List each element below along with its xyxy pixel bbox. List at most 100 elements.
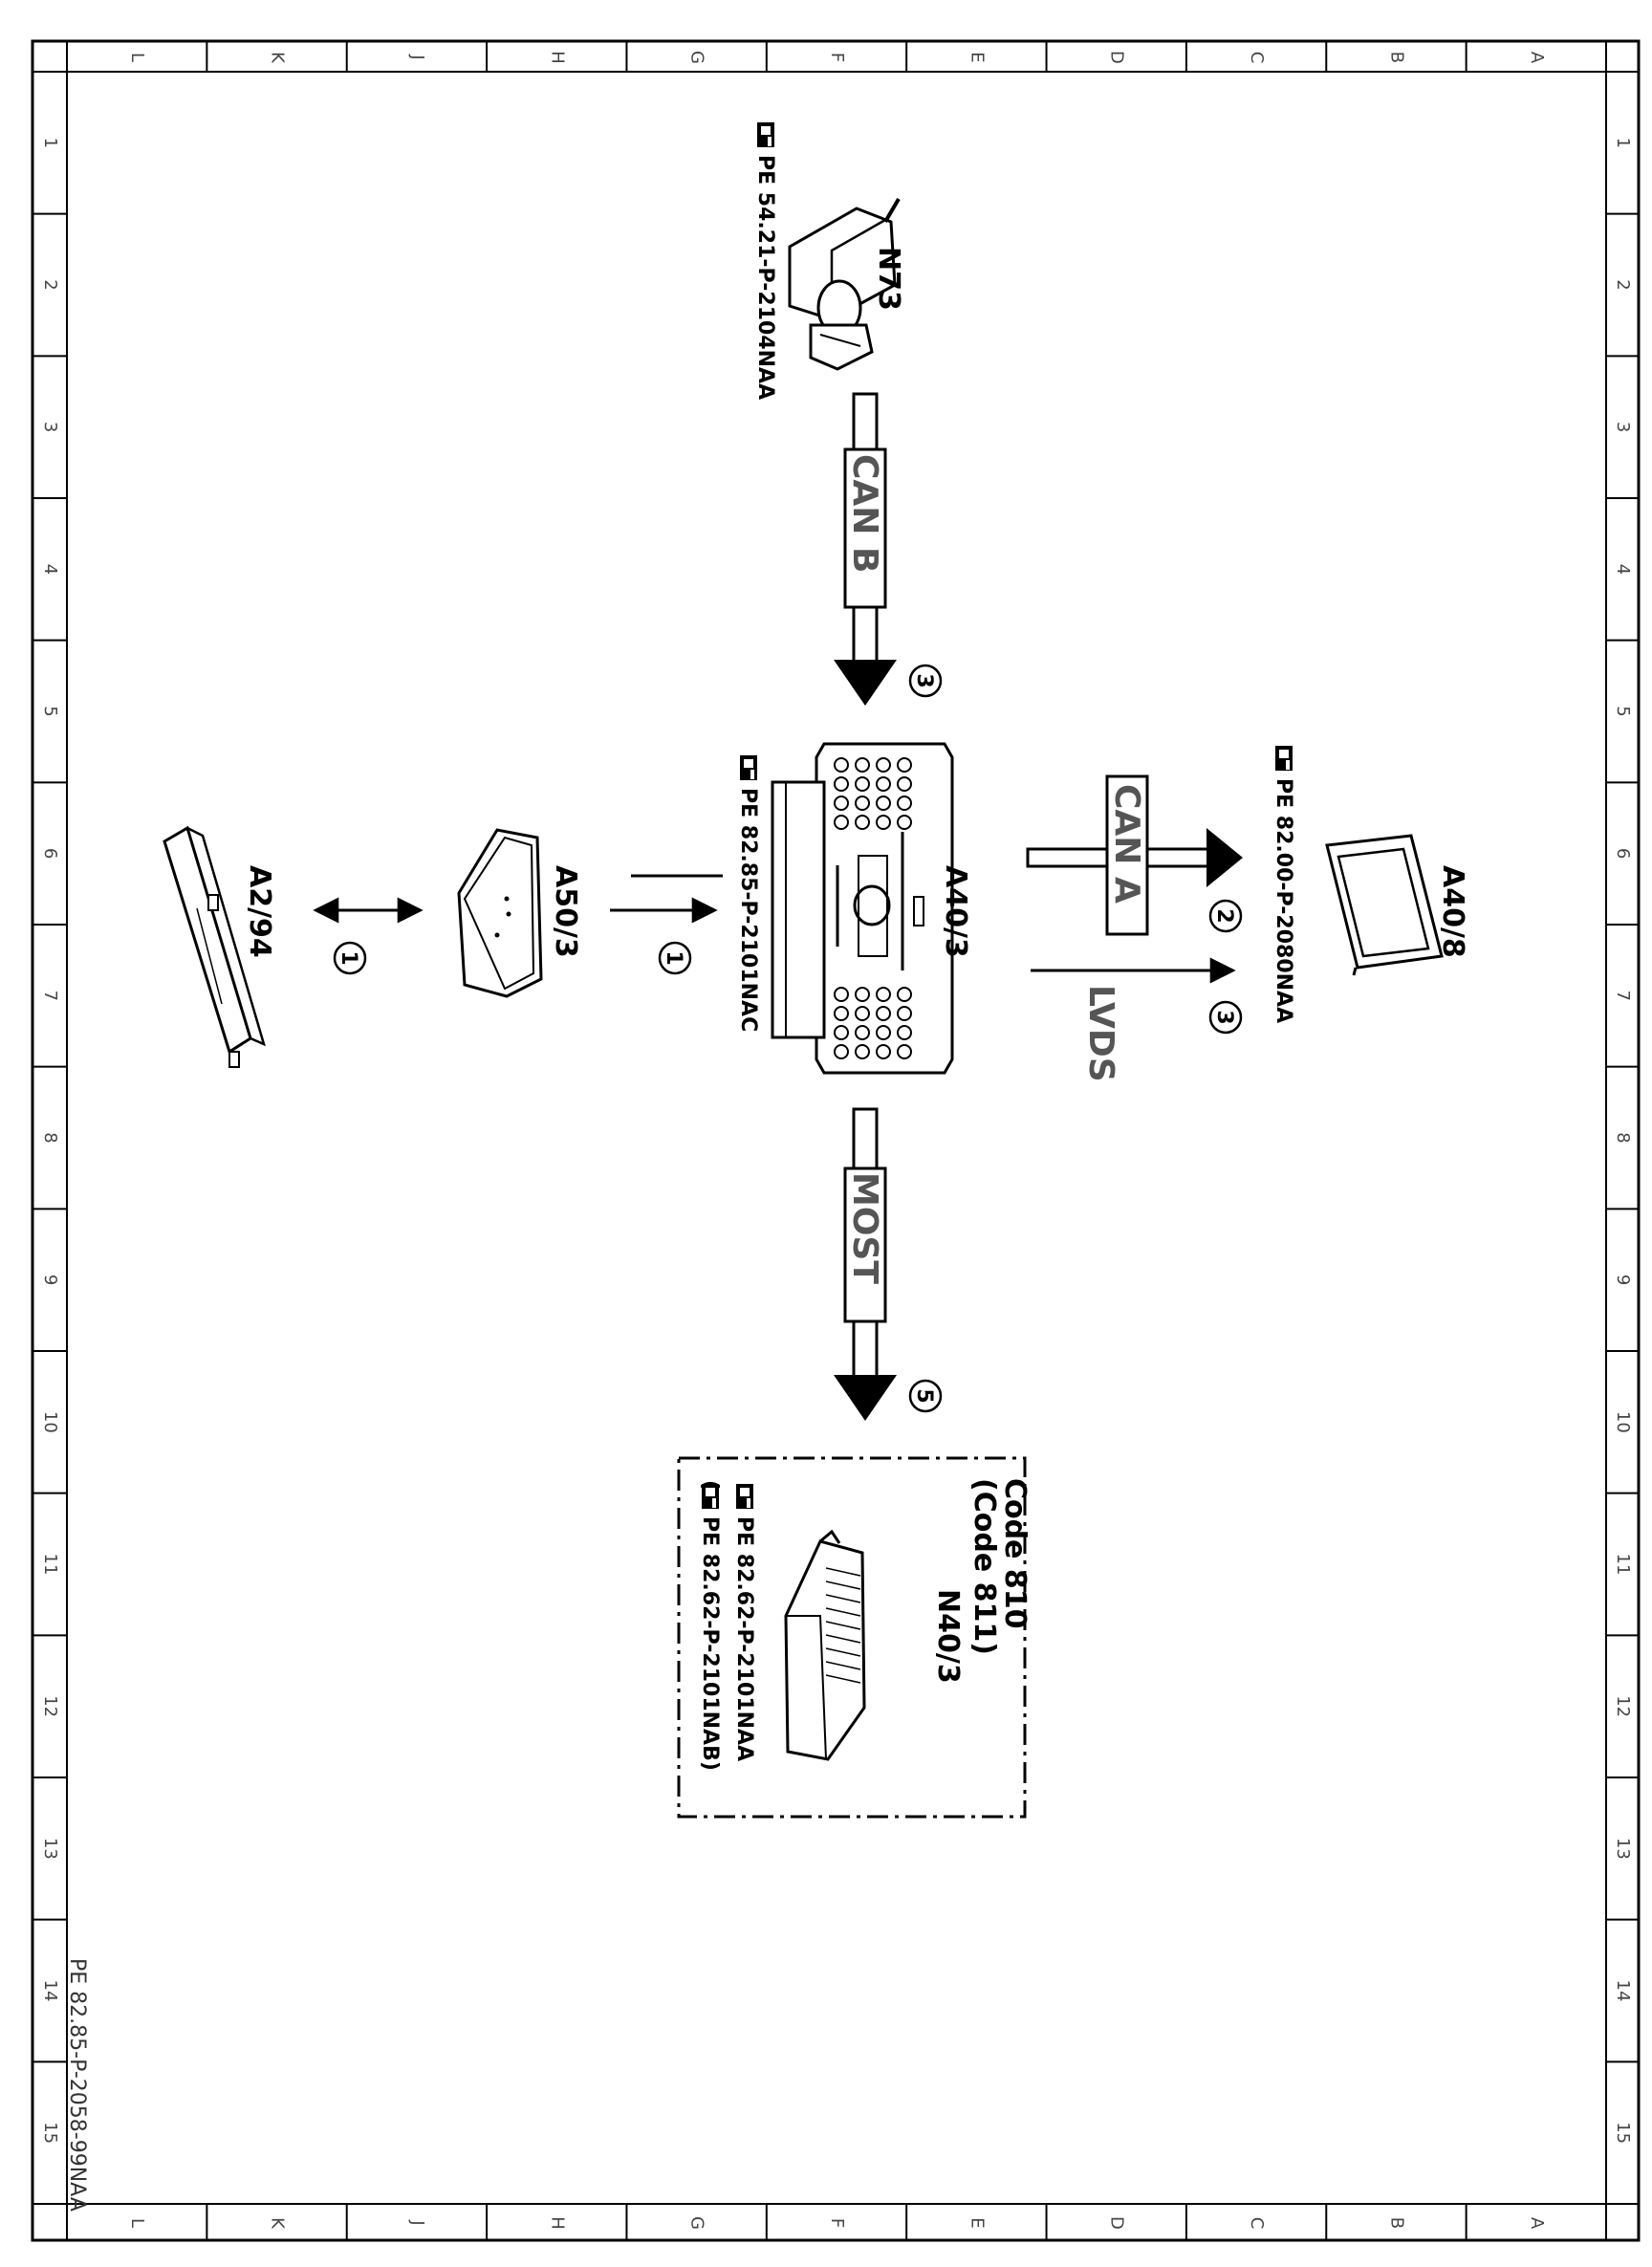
a40-8-label: A40/8 xyxy=(1436,865,1469,958)
most-bus: MOST xyxy=(834,1107,897,1421)
grid-row-label: 6 xyxy=(40,848,60,859)
marker-1-left: 1 xyxy=(333,941,367,975)
grid-column-label: J xyxy=(407,2219,427,2225)
grid-row-label: 7 xyxy=(1613,991,1633,1001)
a2-94-module: A2/94 xyxy=(163,825,276,1068)
svg-text:3: 3 xyxy=(1212,1010,1236,1024)
grid-row-label: 10 xyxy=(40,1411,60,1433)
n40-3-module-icon xyxy=(784,1529,866,1761)
grid-row-label: 2 xyxy=(1613,279,1633,290)
grid-row-label: 11 xyxy=(1613,1554,1633,1576)
grid-row-label: 4 xyxy=(40,564,60,575)
inner-frame xyxy=(66,71,1607,2205)
grid-row-label: 1 xyxy=(1613,138,1633,148)
a40-8-display-icon xyxy=(1325,834,1444,976)
grid-column-label: E xyxy=(967,2217,987,2228)
n40-3-optional-module: Code 810 (Code 811) N40/3 PE 82.62-P-210… xyxy=(677,1456,1032,1819)
grid-row-label: 9 xyxy=(40,1275,60,1285)
a40-3-reference: PE 82.85-P-2101NAC xyxy=(736,788,760,1032)
svg-text:2: 2 xyxy=(1212,908,1236,923)
grid-column-label: A xyxy=(1527,52,1547,64)
grid-column-label: G xyxy=(687,51,707,64)
grid-row-label: 12 xyxy=(40,1695,60,1717)
sheet-id: PE 82.85-P-2058-99NAA xyxy=(65,1958,89,2212)
grid-column-label: B xyxy=(1386,2217,1406,2229)
grid-column-label: L xyxy=(127,53,147,62)
grid-column-label: D xyxy=(1107,2216,1127,2230)
n40-3-code-811: (Code 811) xyxy=(967,1478,1001,1655)
grid-column-label: F xyxy=(827,2218,847,2228)
lvds-label: LVDS xyxy=(1081,985,1120,1082)
a50-3-label: A50/3 xyxy=(549,865,582,958)
svg-text:1: 1 xyxy=(662,950,685,965)
a2-94-module-icon xyxy=(163,825,266,1068)
svg-text:3: 3 xyxy=(912,673,936,687)
most-label: MOST xyxy=(845,1172,884,1284)
n73-label: N73 xyxy=(872,247,905,311)
grid-row-label: 9 xyxy=(1613,1275,1633,1285)
marker-5: 5 xyxy=(908,1379,943,1413)
grid-column-label: K xyxy=(268,52,288,64)
svg-text:5: 5 xyxy=(912,1388,936,1403)
grid-column-label: F xyxy=(827,53,847,62)
grid-row-label: 3 xyxy=(1613,422,1633,432)
can-b-label: CAN B xyxy=(845,454,884,573)
grid-row-label: 1 xyxy=(40,138,60,148)
can-a-label: CAN A xyxy=(1107,784,1146,904)
grid-column-label: J xyxy=(407,54,427,59)
n73-ignition-switch: N73 PE 54.21-P-2104NAA xyxy=(753,122,905,400)
a2-94-label: A2/94 xyxy=(243,865,276,958)
grid-row-label: 6 xyxy=(1613,848,1633,859)
grid-column-label: B xyxy=(1386,52,1406,63)
a40-3-comand-unit: A40/3 PE 82.85-P-2101NAC xyxy=(736,742,972,1075)
marker-1-right: 1 xyxy=(658,941,692,975)
n40-3-code-810: Code 810 xyxy=(998,1478,1032,1629)
a50-3-module-icon xyxy=(457,828,543,998)
grid-row-label: 13 xyxy=(1613,1838,1633,1860)
grid-row-label: 5 xyxy=(40,706,60,716)
a50-3-to-a40-3-link xyxy=(610,874,723,924)
grid-column-label: L xyxy=(127,2218,147,2228)
pointing-hand-icon xyxy=(740,755,757,780)
grid-row-label: 12 xyxy=(1613,1695,1633,1717)
grid-column-label: C xyxy=(1247,2217,1267,2230)
grid-column-label: K xyxy=(268,2217,288,2230)
pointing-hand-icon xyxy=(736,1484,753,1509)
grid-row-label: 14 xyxy=(1613,1980,1633,2002)
grid-row-label: 11 xyxy=(40,1554,60,1576)
marker-4: 3 xyxy=(908,664,943,698)
n73-switch-icon xyxy=(788,197,901,371)
grid-row-label: 7 xyxy=(40,991,60,1001)
grid-row-label: 13 xyxy=(40,1838,60,1860)
grid-row-label: 2 xyxy=(40,279,60,290)
outer-frame xyxy=(31,39,1641,2242)
a40-8-display: A40/8 PE 82.00-P-2080NAA xyxy=(1272,746,1469,1023)
lvds-link: LVDS xyxy=(1031,957,1236,1082)
grid-row-label: 14 xyxy=(40,1980,60,2002)
grid-row-label: 10 xyxy=(1613,1411,1633,1433)
grid-row-label: 8 xyxy=(1613,1132,1633,1143)
a40-3-unit-icon xyxy=(771,742,954,1075)
marker-2: 2 xyxy=(1208,899,1243,933)
marker-3: 3 xyxy=(1208,1000,1243,1035)
grid-row-label: 15 xyxy=(40,2122,60,2144)
grid-row-label: 5 xyxy=(1613,706,1633,716)
grid-column-label: H xyxy=(547,2216,567,2230)
svg-text:1: 1 xyxy=(337,950,360,965)
a40-8-reference: PE 82.00-P-2080NAA xyxy=(1272,778,1295,1023)
n40-3-label: N40/3 xyxy=(931,1589,965,1684)
grid-row-label: 15 xyxy=(1613,2122,1633,2144)
grid-column-label: D xyxy=(1107,51,1127,64)
a50-3-module: A50/3 xyxy=(457,828,582,998)
n40-3-reference-2: PE 82.62-P-2101NAB) xyxy=(698,1516,722,1771)
grid-column-label: A xyxy=(1527,2217,1547,2230)
pointing-hand-icon xyxy=(702,1484,719,1509)
grid-column-label: H xyxy=(547,51,567,64)
grid-row-label: 3 xyxy=(40,422,60,432)
can-b-bus: CAN B xyxy=(834,392,897,706)
grid-column-label: E xyxy=(967,52,987,62)
a40-3-label: A40/3 xyxy=(939,865,972,958)
grid-column-label: G xyxy=(687,2216,707,2230)
